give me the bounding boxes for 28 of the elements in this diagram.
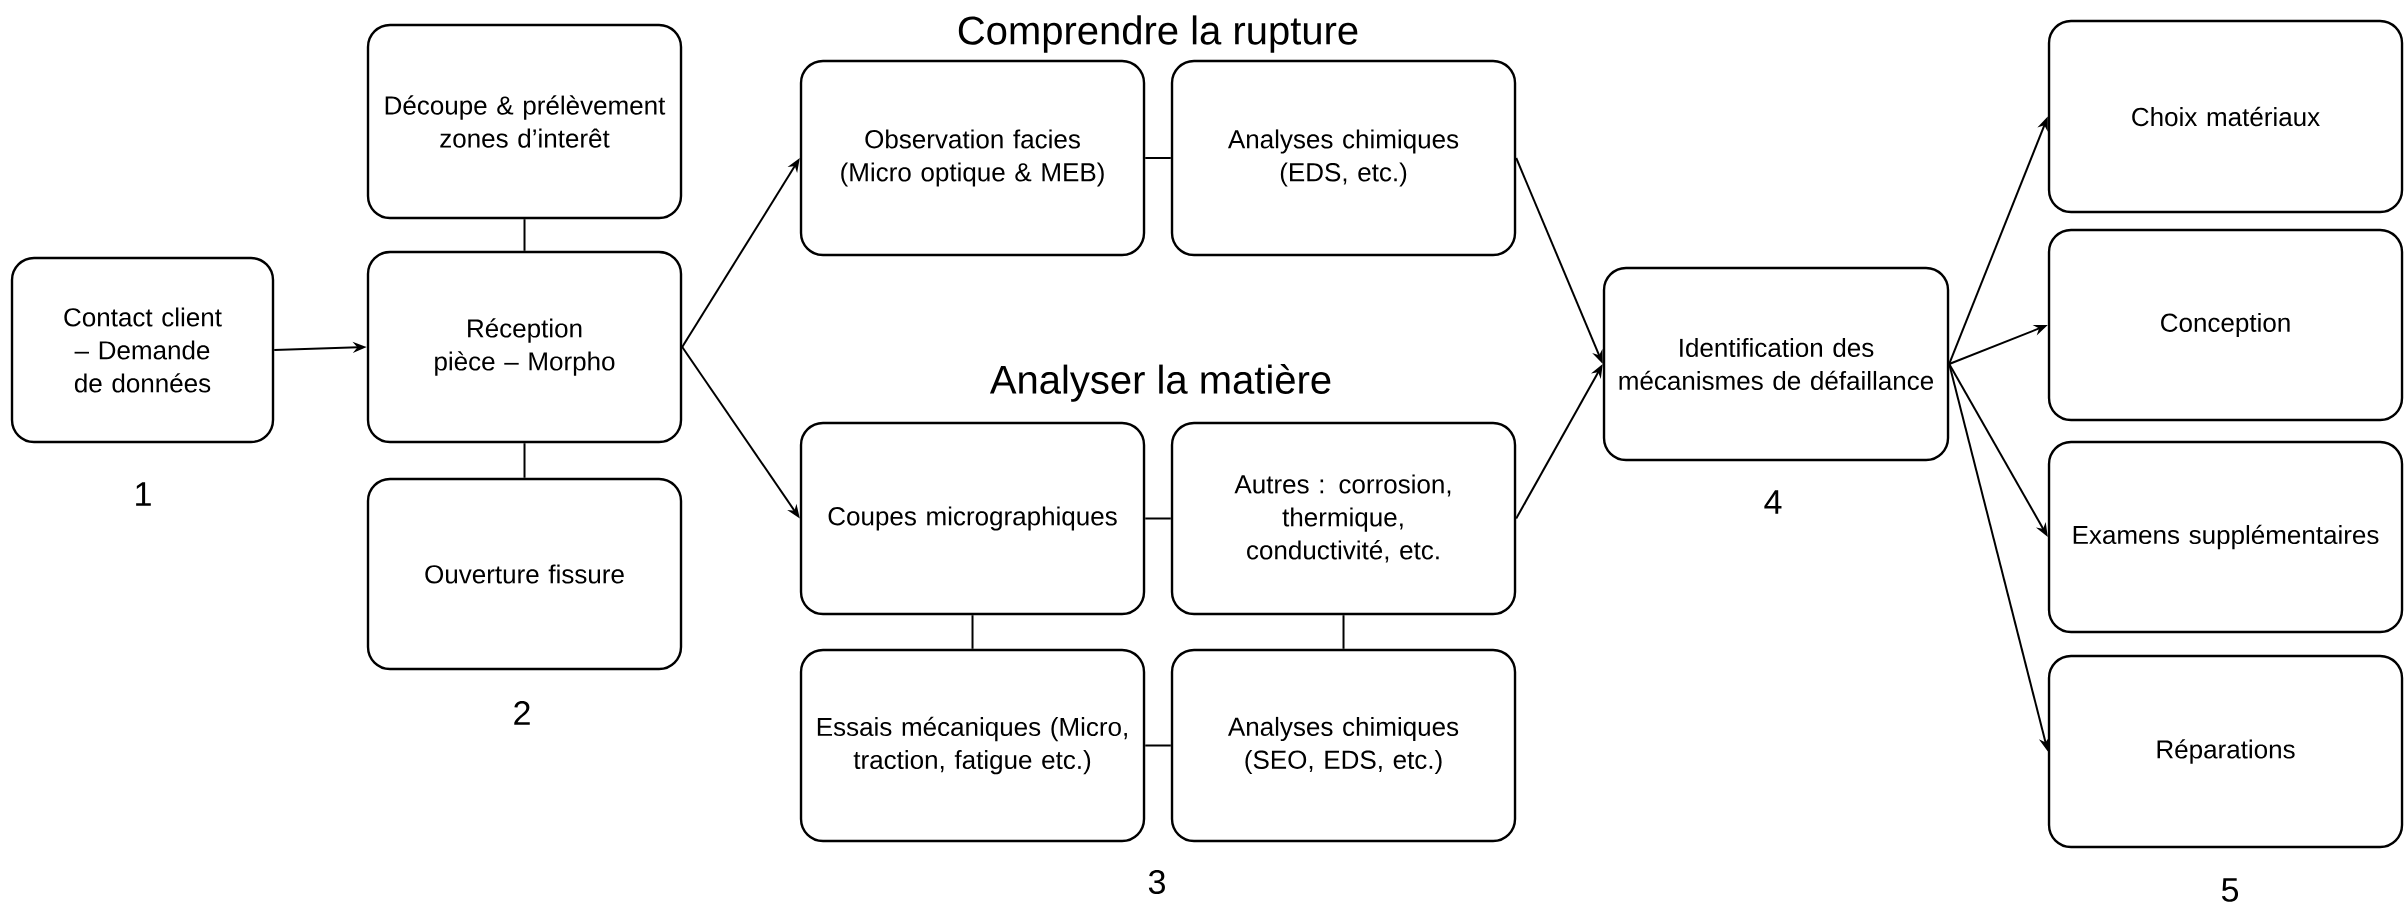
process-box: Contact client – Demande de données [10, 256, 275, 444]
heading: Analyser la matière [989, 364, 1331, 402]
process-box: Ouverture fissure [366, 477, 683, 671]
connector-line [971, 614, 974, 650]
connector-line [1144, 744, 1172, 747]
process-box: Découpe & prélèvement zones d’interêt [366, 23, 683, 220]
connector-line [523, 442, 526, 479]
process-box: Examens supplémentaires [2047, 440, 2404, 634]
process-box: Réparations [2047, 654, 2404, 849]
step-number: 2 [514, 701, 530, 725]
connector-line [1144, 517, 1172, 520]
heading: Comprendre la rupture [958, 15, 1358, 53]
process-box: Observation facies (Micro optique & MEB) [799, 59, 1146, 257]
connector-line [523, 218, 526, 252]
process-box: Analyses chimiques (EDS, etc.) [1170, 59, 1517, 257]
connector-line [1342, 614, 1345, 650]
step-number: 3 [1148, 869, 1165, 895]
process-box: Choix matériaux [2047, 19, 2404, 214]
step-number: 1 [136, 482, 151, 506]
process-box: Essais mécaniques (Micro, traction, fatigue etc.) [799, 648, 1146, 843]
process-box: Coupes micrographiques [799, 421, 1146, 616]
connector-line [1144, 157, 1172, 159]
process-box: Analyses chimiques (SEO, EDS, etc.) [1170, 648, 1517, 843]
step-number: 5 [2221, 878, 2239, 902]
process-box: Autres : corrosion, thermique, conductivité, etc. [1170, 421, 1517, 616]
process-box: Identification des mécanismes de défaillance [1602, 266, 1950, 462]
process-box: Réception pièce – Morpho [366, 250, 683, 444]
process-box: Conception [2047, 228, 2404, 422]
